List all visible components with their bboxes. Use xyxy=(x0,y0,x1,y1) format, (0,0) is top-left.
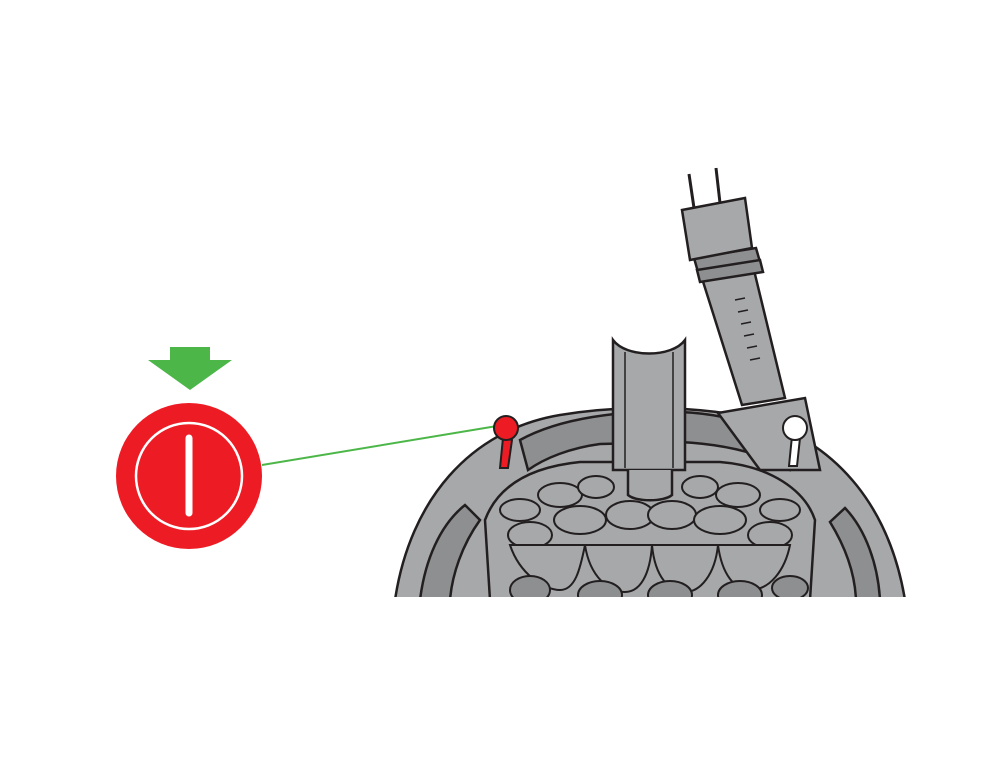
white-pin-marker-icon xyxy=(782,415,808,467)
vacuum-body xyxy=(394,406,906,597)
wand-connector xyxy=(611,336,687,502)
down-arrow-icon xyxy=(148,347,232,390)
leader-line xyxy=(261,425,498,466)
red-pin-marker-icon xyxy=(493,415,519,469)
power-button-icon xyxy=(116,403,262,549)
